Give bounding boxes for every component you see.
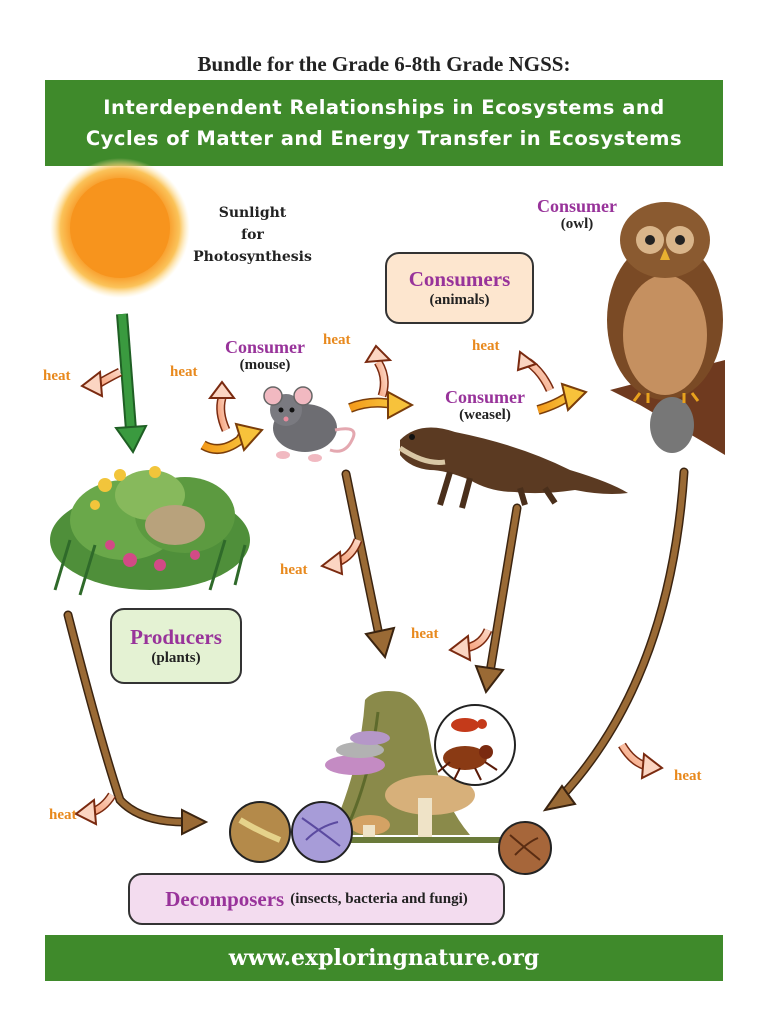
sun xyxy=(50,158,190,298)
matter-flow-arrows xyxy=(63,467,689,836)
heat-arrow-mouse-decomp xyxy=(320,538,363,576)
weasel-to-decomposers-arrow xyxy=(474,503,522,695)
weasel-to-owl-arrow xyxy=(536,382,588,415)
mouse-label-subtitle: (mouse) xyxy=(239,357,291,373)
footer-url-link[interactable]: www.exploringnature.org xyxy=(228,945,540,971)
decomposer-scene xyxy=(229,691,552,875)
owl-label-title: Consumer xyxy=(537,196,617,216)
heat-label-owl: heat xyxy=(472,338,500,354)
heat-arrow-weasel-decomp xyxy=(448,628,493,662)
heat-label-weasel: heat xyxy=(323,332,351,348)
consumers-box-title: Consumers xyxy=(408,267,511,291)
sunlight-label-line1: Sunlight xyxy=(218,205,287,221)
heat-label-owl-decomp: heat xyxy=(674,768,702,784)
sunlight-arrow xyxy=(114,313,148,454)
top-title: Bundle for the Grade 6-8th Grade NGSS: xyxy=(197,52,571,76)
energy-transfer-arrows xyxy=(200,382,588,454)
mouse-label-title: Consumer xyxy=(225,337,305,357)
weasel-label-subtitle: (weasel) xyxy=(459,407,511,423)
weasel-illustration xyxy=(398,427,628,509)
heat-label-plants-decomp: heat xyxy=(49,807,77,823)
heat-arrow-plants xyxy=(80,367,123,398)
consumers-box-subtitle: (animals) xyxy=(429,292,490,308)
sunlight-label: Sunlight for Photosynthesis xyxy=(190,202,315,268)
sunlight-label-line3: Photosynthesis xyxy=(193,249,312,265)
title-banner: Interdependent Relationships in Ecosyste… xyxy=(45,80,723,166)
heat-label-weasel-decomp: heat xyxy=(411,626,439,642)
producers-box-title: Producers xyxy=(130,625,222,649)
consumers-box: Consumers (animals) xyxy=(385,252,534,324)
decomposers-box-title: Decomposers xyxy=(165,886,285,911)
owl-to-decomposers-arrow xyxy=(542,467,689,812)
plants-to-decomposers-arrow xyxy=(63,610,209,836)
heat-arrow-mouse xyxy=(208,380,236,432)
banner-line-2: Cycles of Matter and Energy Transfer in … xyxy=(85,127,683,150)
weasel-label: Consumer (weasel) xyxy=(435,387,535,424)
banner-line-1: Interdependent Relationships in Ecosyste… xyxy=(103,96,665,119)
heat-label-mouse-decomp: heat xyxy=(280,562,308,578)
plants-to-mouse-arrow xyxy=(200,422,264,454)
heat-arrows xyxy=(74,344,664,826)
producers-box: Producers (plants) xyxy=(110,608,242,684)
heat-arrow-owl-decomp xyxy=(618,742,664,780)
footer-banner: www.exploringnature.org xyxy=(45,935,723,981)
heat-arrow-weasel xyxy=(364,344,393,398)
heat-label-plants: heat xyxy=(43,368,71,384)
mouse-illustration xyxy=(263,386,356,462)
sunlight-label-line2: for xyxy=(241,227,264,243)
plants-illustration xyxy=(50,466,250,596)
mouse-to-weasel-arrow xyxy=(348,390,415,420)
heat-arrow-plants-decomp xyxy=(74,792,116,826)
producers-box-subtitle: (plants) xyxy=(151,650,201,666)
heat-label-mouse: heat xyxy=(170,364,198,380)
owl-label: Consumer (owl) xyxy=(527,196,627,233)
decomposers-box-subtitle: (insects, bacteria and fungi) xyxy=(290,890,468,907)
mouse-to-decomposers-arrow xyxy=(341,469,396,660)
mouse-label: Consumer (mouse) xyxy=(215,337,315,374)
owl-label-subtitle: (owl) xyxy=(560,216,594,232)
weasel-label-title: Consumer xyxy=(445,387,525,407)
heat-arrow-owl xyxy=(516,350,555,392)
owl-illustration xyxy=(607,202,725,455)
decomposers-box: Decomposers (insects, bacteria and fungi… xyxy=(128,873,505,925)
